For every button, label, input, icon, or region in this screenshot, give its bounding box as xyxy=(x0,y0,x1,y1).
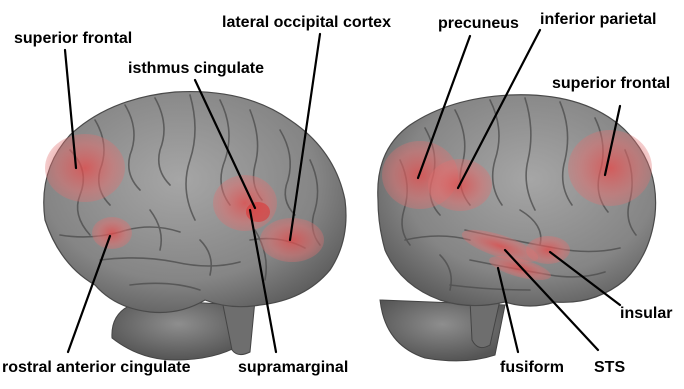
label-rostral-anterior-cingulate: rostral anterior cingulate xyxy=(2,359,191,377)
label-isthmus-cingulate: isthmus cingulate xyxy=(128,60,264,78)
label-inferior-parietal: inferior parietal xyxy=(540,11,656,29)
label-supramarginal: supramarginal xyxy=(238,359,348,377)
label-fusiform: fusiform xyxy=(500,359,564,377)
label-insular: insular xyxy=(620,305,672,323)
label-superior-frontal-left: superior frontal xyxy=(14,30,132,48)
right-superior-frontal-highlight xyxy=(568,130,652,206)
label-precuneus: precuneus xyxy=(438,15,519,33)
label-sts: STS xyxy=(594,359,625,377)
label-superior-frontal-right: superior frontal xyxy=(552,75,670,93)
left-superior-frontal-highlight xyxy=(45,134,125,202)
left-rostral-anterior-cingulate-highlight xyxy=(92,217,132,249)
left-hemisphere xyxy=(44,92,346,360)
left-isthmus-cingulate-highlight xyxy=(213,175,277,231)
label-lateral-occipital-cortex: lateral occipital cortex xyxy=(222,14,391,32)
